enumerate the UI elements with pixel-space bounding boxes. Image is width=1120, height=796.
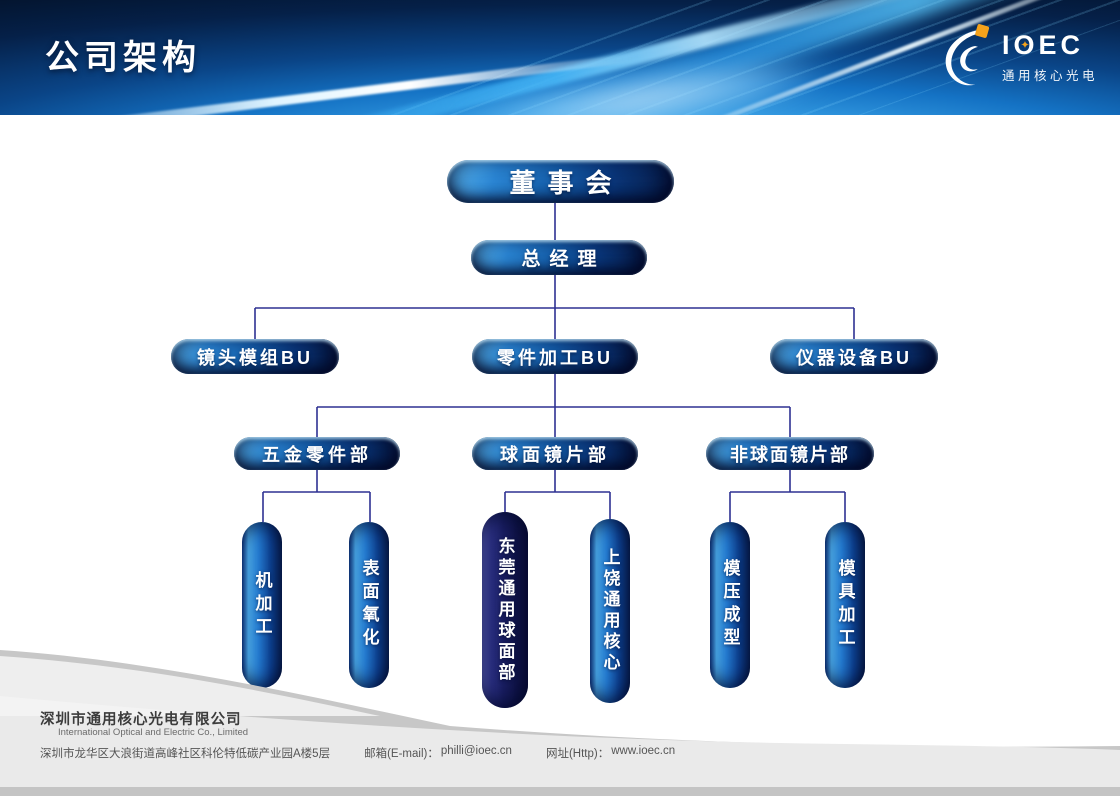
email-pair: 邮箱(E-mail)： philli@ioec.cn: [364, 745, 512, 761]
org-node-surface-oxidation: 表面氧化: [349, 522, 389, 688]
org-node-spherical-lens-dept: 球面镜片部: [472, 437, 638, 470]
org-node-hardware-parts-dept: 五金零件部: [234, 437, 400, 470]
email-value: philli@ioec.cn: [440, 745, 512, 757]
company-logo: I O✦ E C 通用核心光电: [938, 24, 1098, 90]
logo-letter: C: [1060, 30, 1085, 60]
logo-letter: I: [1001, 30, 1014, 60]
email-label: 邮箱(E-mail)：: [364, 748, 439, 760]
logo-text: I O✦ E C 通用核心光电: [1002, 32, 1098, 84]
org-node-dongguan-spherical: 东莞通用球面部: [482, 512, 528, 708]
org-node-machining: 机加工: [242, 522, 282, 688]
org-node-parts-processing-bu: 零件加工BU: [472, 339, 638, 374]
contact-row: 深圳市龙华区大浪街道高峰社区科伦特低碳产业园A楼5层 邮箱(E-mail)： p…: [40, 745, 675, 761]
logo-letter: E: [1038, 30, 1061, 60]
org-node-general-manager: 总经理: [471, 240, 647, 275]
org-node-board: 董事会: [447, 160, 674, 203]
org-node-lens-module-bu: 镜头模组BU: [171, 339, 339, 374]
website-label: 网址(Http)：: [545, 748, 610, 760]
logo-letter-o: O✦: [1014, 32, 1039, 59]
slide-header: 公司架构 I O✦ E C 通用核心光电: [0, 0, 1120, 115]
footer-decoration: [0, 650, 1120, 796]
company-name-cn: 深圳市通用核心光电有限公司: [40, 712, 242, 728]
footer: 深圳市通用核心光电有限公司 International Optical and …: [0, 646, 1120, 796]
org-node-mold-processing: 模具加工: [825, 522, 865, 688]
org-node-compression-molding: 模压成型: [710, 522, 750, 688]
page-title: 公司架构: [45, 39, 201, 77]
org-node-shangrao-core: 上饶通用核心: [590, 519, 630, 703]
company-name-en: International Optical and Electric Co., …: [58, 727, 249, 738]
company-address: 深圳市龙华区大浪街道高峰社区科伦特低碳产业园A楼5层: [40, 748, 331, 760]
logo-wordmark: I O✦ E C: [1002, 32, 1098, 59]
org-node-instrument-equipment-bu: 仪器设备BU: [770, 339, 938, 374]
website-value: www.ioec.cn: [611, 745, 676, 757]
logo-subtitle: 通用核心光电: [1001, 69, 1098, 83]
org-node-aspherical-lens-dept: 非球面镜片部: [706, 437, 874, 470]
logo-swirl-icon: [945, 24, 990, 86]
website-pair: 网址(Http)： www.ioec.cn: [546, 745, 675, 761]
star-icon: ✦: [1020, 39, 1030, 52]
